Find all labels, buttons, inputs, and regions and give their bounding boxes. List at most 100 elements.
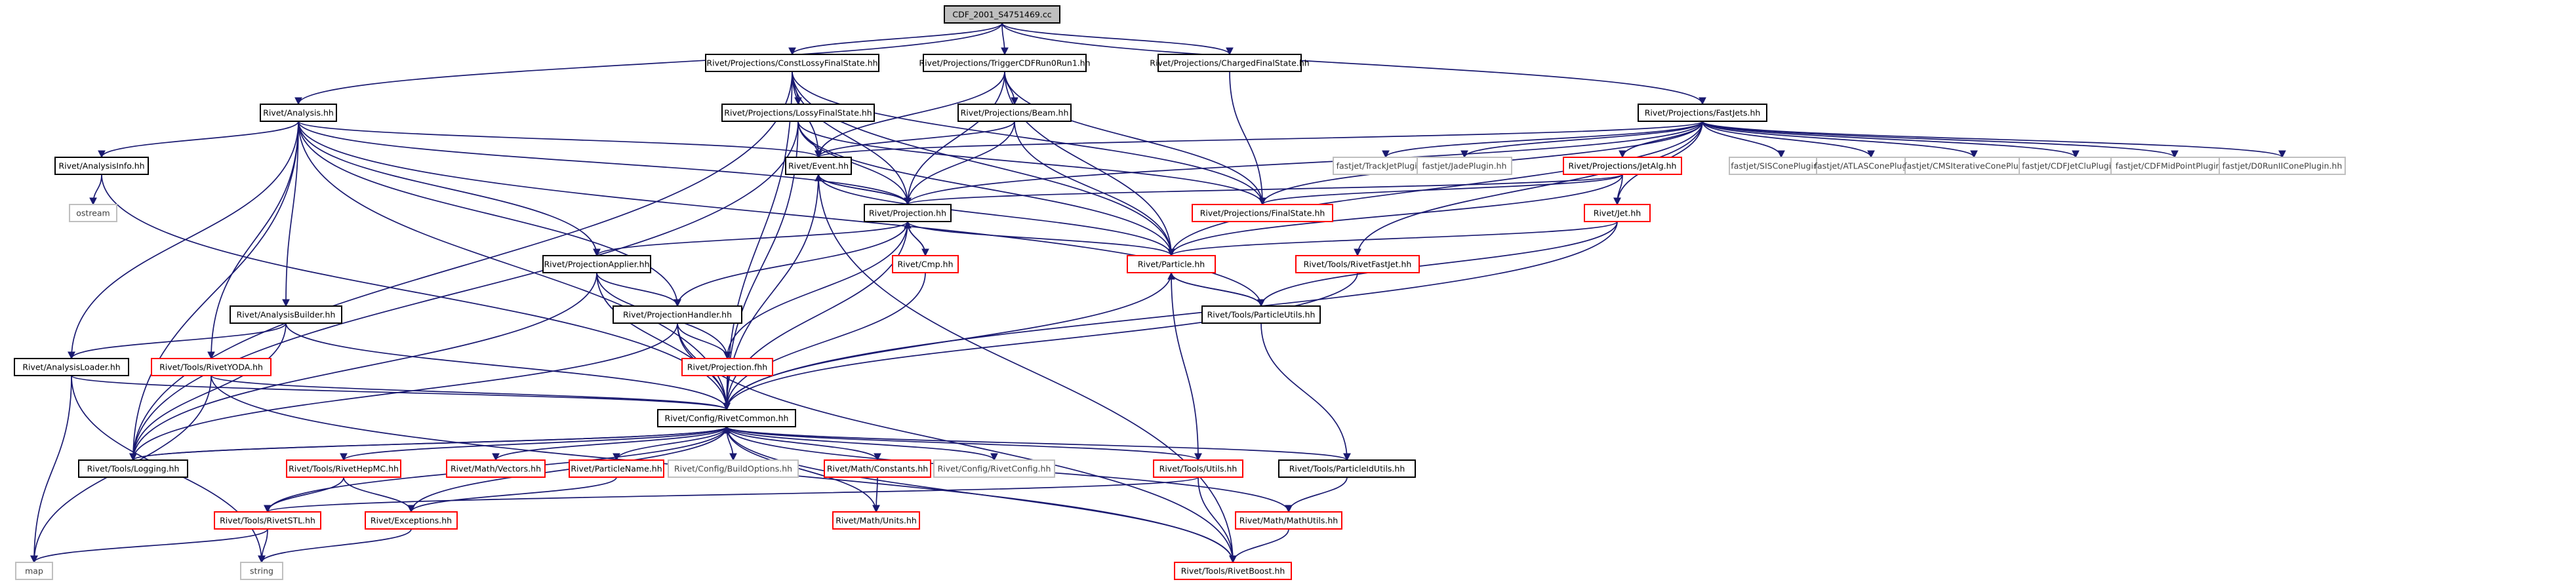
- edge-line: [1354, 121, 1703, 257]
- node-box: [668, 459, 799, 478]
- edge-line: [872, 477, 880, 513]
- edge-line: [815, 173, 908, 205]
- include-edge-fastjets-to-cmscone: [1702, 121, 1978, 159]
- include-edge-clfs-to-projection: [792, 71, 912, 206]
- node-pidutils[interactable]: Rivet/Tools/ParticleIdUtils.hh: [1278, 459, 1416, 478]
- include-edge-phandler-to-logging: [129, 322, 678, 461]
- node-box: [705, 54, 879, 72]
- edge-line: [30, 528, 268, 564]
- include-edge-trigger-to-projection: [904, 71, 1005, 206]
- node-pfhh[interactable]: Rivet/Projection.fhh: [681, 358, 773, 376]
- node-label: fastjet/CMSIterativeConePlugin.hh: [1904, 161, 2044, 171]
- node-map: map: [15, 562, 53, 580]
- edge-line: [815, 121, 1703, 159]
- include-edge-beam-to-projection: [904, 121, 1015, 206]
- edge-line: [726, 426, 1202, 461]
- include-edge-analysis-to-logging: [129, 121, 299, 461]
- node-analysis[interactable]: Rivet/Analysis.hh: [260, 104, 337, 122]
- node-box: [14, 358, 129, 376]
- include-edge-rcommon-to-tutils: [726, 426, 1202, 461]
- node-particle[interactable]: Rivet/Particle.hh: [1127, 255, 1216, 273]
- node-jet[interactable]: Rivet/Jet.hh: [1584, 204, 1651, 222]
- edge-line: [726, 426, 880, 513]
- node-aloader[interactable]: Rivet/AnalysisLoader.hh: [14, 358, 129, 376]
- include-edge-mathutils-to-rboost: [1229, 528, 1289, 564]
- node-trigger[interactable]: Rivet/Projections/TriggerCDFRun0Run1.hh: [919, 54, 1091, 72]
- include-edge-putils-to-particle: [1167, 271, 1262, 307]
- include-edge-lfs-to-particle: [797, 121, 1175, 257]
- node-box: [832, 511, 920, 530]
- node-abuilder[interactable]: Rivet/AnalysisBuilder.hh: [230, 305, 342, 324]
- node-label: Rivet/Particle.hh: [1138, 260, 1205, 269]
- edge-line: [815, 71, 1005, 159]
- include-edge-tutils-to-rstl: [264, 477, 1199, 513]
- node-logging[interactable]: Rivet/Tools/Logging.hh: [78, 459, 188, 478]
- node-projection[interactable]: Rivet/Projection.hh: [864, 204, 952, 222]
- include-edge-fastjets-to-cdfmid: [1702, 121, 2179, 159]
- node-label: Rivet/Jet.hh: [1594, 208, 1641, 218]
- include-edge-constants-to-units: [872, 477, 880, 513]
- node-label: Rivet/Config/BuildOptions.hh: [674, 464, 792, 474]
- node-label: fastjet/TrackJetPlugin.hh: [1337, 161, 1436, 171]
- node-jetalg[interactable]: Rivet/Projections/JetAlg.hh: [1563, 157, 1682, 175]
- node-pname[interactable]: Rivet/ParticleName.hh: [569, 459, 664, 478]
- edge-line: [797, 121, 1266, 206]
- node-beam[interactable]: Rivet/Projections/Beam.hh: [957, 104, 1072, 122]
- node-rhepmc[interactable]: Rivet/Tools/RivetHepMC.hh: [286, 459, 401, 478]
- node-papplier[interactable]: Rivet/ProjectionApplier.hh: [542, 255, 651, 273]
- node-cfs[interactable]: Rivet/Projections/ChargedFinalState.hh: [1150, 54, 1310, 72]
- node-label: fastjet/CDFMidPointPlugin.hh: [2116, 161, 2234, 171]
- node-ainfo[interactable]: Rivet/AnalysisInfo.hh: [54, 157, 149, 175]
- node-label: Rivet/ProjectionHandler.hh: [623, 310, 732, 320]
- node-label: Rivet/Math/Constants.hh: [827, 464, 928, 474]
- node-box: [721, 104, 875, 122]
- include-edge-beam-to-particle: [1014, 121, 1175, 257]
- node-phandler[interactable]: Rivet/ProjectionHandler.hh: [613, 305, 742, 324]
- node-label: Rivet/Event.hh: [788, 161, 849, 171]
- include-edge-root-to-fastjets: [1001, 22, 1706, 106]
- include-edge-particle-to-rcommon: [723, 272, 1172, 411]
- node-rfastjet[interactable]: Rivet/Tools/RivetFastJet.hh: [1295, 255, 1420, 273]
- node-mathutils[interactable]: Rivet/Math/MathUtils.hh: [1235, 511, 1342, 530]
- node-cmp[interactable]: Rivet/Cmp.hh: [892, 255, 959, 273]
- edge-line: [1001, 22, 1706, 106]
- node-fs[interactable]: Rivet/Projections/FinalState.hh: [1192, 204, 1333, 222]
- edge-line: [68, 322, 287, 360]
- node-rboost[interactable]: Rivet/Tools/RivetBoost.hh: [1174, 562, 1292, 580]
- node-constants[interactable]: Rivet/Math/Constants.hh: [824, 459, 931, 478]
- node-box: [957, 104, 1072, 122]
- node-exceptions[interactable]: Rivet/Exceptions.hh: [365, 511, 458, 530]
- node-label: Rivet/Tools/ParticleUtils.hh: [1207, 310, 1316, 320]
- node-clfs[interactable]: Rivet/Projections/ConstLossyFinalState.h…: [705, 54, 879, 72]
- node-fastjets[interactable]: Rivet/Projections/FastJets.hh: [1638, 104, 1767, 122]
- edge-line: [726, 426, 998, 461]
- node-label: Rivet/Tools/Logging.hh: [87, 464, 180, 474]
- node-label: fastjet/D0RunIIConePlugin.hh: [2223, 161, 2343, 171]
- edge-line: [904, 121, 1703, 206]
- edge-line: [723, 221, 908, 360]
- include-edge-ryoda-to-rcommon: [211, 375, 731, 411]
- node-units[interactable]: Rivet/Math/Units.hh: [832, 511, 920, 530]
- edge-line: [792, 71, 912, 206]
- include-edge-lfs-to-logging: [129, 121, 799, 461]
- node-box: [1235, 511, 1342, 530]
- node-box: [1295, 255, 1420, 273]
- node-label: Rivet/Projections/FinalState.hh: [1200, 208, 1325, 218]
- node-vectors[interactable]: Rivet/Math/Vectors.hh: [446, 459, 546, 478]
- node-putils[interactable]: Rivet/Tools/ParticleUtils.hh: [1201, 305, 1321, 324]
- include-edge-jetalg-to-jet: [1613, 174, 1623, 206]
- edge-line: [285, 322, 731, 411]
- edge-line: [1167, 121, 1703, 257]
- edge-line: [1167, 174, 1623, 257]
- node-ryoda[interactable]: Rivet/Tools/RivetYODA.hh: [151, 358, 272, 376]
- node-rstl[interactable]: Rivet/Tools/RivetSTL.hh: [214, 511, 321, 530]
- node-tutils[interactable]: Rivet/Tools/Utils.hh: [1153, 459, 1243, 478]
- node-rcommon[interactable]: Rivet/Config/RivetCommon.hh: [657, 409, 796, 427]
- node-lfs[interactable]: Rivet/Projections/LossyFinalState.hh: [721, 104, 875, 122]
- include-edge-jetalg-to-projection: [904, 174, 1623, 206]
- node-event[interactable]: Rivet/Event.hh: [785, 157, 852, 175]
- node-box: [569, 459, 664, 478]
- node-label: Rivet/Projections/LossyFinalState.hh: [724, 108, 872, 118]
- node-box: [681, 358, 773, 376]
- node-label: Rivet/Config/RivetCommon.hh: [665, 414, 789, 423]
